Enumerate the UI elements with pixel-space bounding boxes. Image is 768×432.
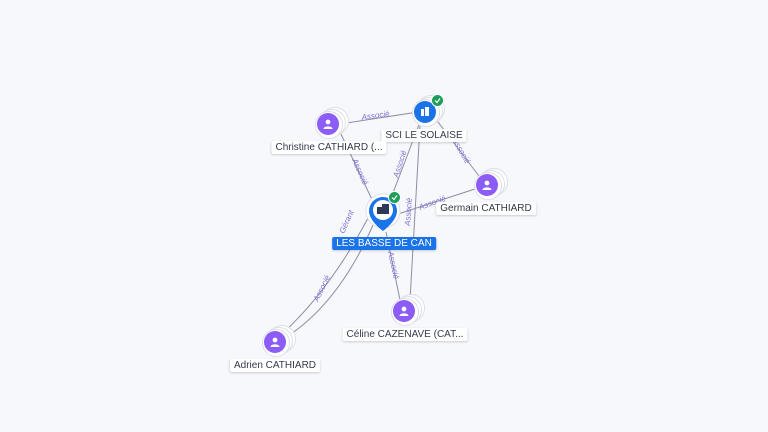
building-icon <box>414 101 436 123</box>
node-label-germain[interactable]: Germain CATHIARD <box>436 202 536 215</box>
edge-label-adrien-main-2: Gérant <box>338 208 356 235</box>
node-label-celine[interactable]: Céline CAZENAVE (CAT... <box>342 328 468 341</box>
person-icon <box>317 113 339 135</box>
edge-christine-sci <box>339 111 419 125</box>
map-pin-icon <box>365 193 401 231</box>
edge-main-germain <box>397 187 479 215</box>
verified-check-icon <box>388 191 401 204</box>
person-icon <box>393 300 415 322</box>
person-icon <box>476 174 498 196</box>
edge-label-christine-sci: Associé <box>360 109 391 122</box>
node-sci[interactable] <box>412 94 445 127</box>
person-icon <box>264 331 286 353</box>
verified-check-icon <box>431 94 444 107</box>
edge-celine-sci <box>409 125 421 301</box>
edge-adrien-main <box>281 217 369 335</box>
edge-label-sci-main: Associé <box>391 149 409 180</box>
node-celine[interactable] <box>391 294 425 326</box>
node-main[interactable] <box>365 191 401 239</box>
edge-label-celine-main: Associé <box>386 250 401 281</box>
node-label-sci[interactable]: SCI LE SOLAISE <box>381 129 467 142</box>
edge-adrien-main-2 <box>287 217 377 337</box>
edge-sci-germain <box>431 113 483 181</box>
node-label-christine[interactable]: Christine CATHIARD (... <box>271 141 387 154</box>
node-christine[interactable] <box>315 107 349 139</box>
node-germain[interactable] <box>474 168 508 200</box>
node-label-main[interactable]: LES BASSE DE CAN <box>332 237 436 250</box>
edge-label-celine-sci: Associé <box>403 197 414 227</box>
edge-label-christine-main: Associé <box>350 156 370 187</box>
node-adrien[interactable] <box>262 325 296 357</box>
node-label-adrien[interactable]: Adrien CATHIARD <box>229 359 321 372</box>
